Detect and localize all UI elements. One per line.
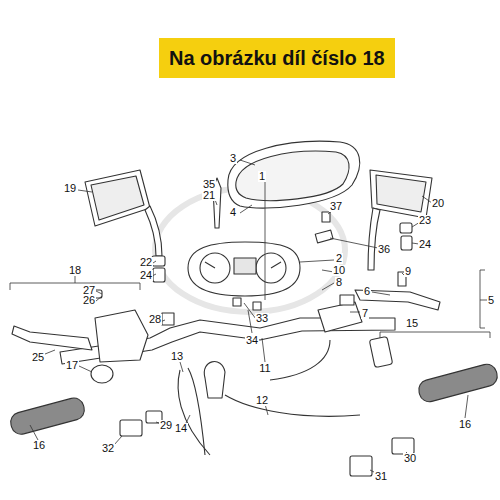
- callout-number: 16: [32, 440, 46, 451]
- callout-number: 30: [403, 453, 417, 464]
- callout-number: 5: [487, 295, 495, 306]
- callout-number: 11: [258, 363, 271, 374]
- callout-number: 4: [229, 207, 237, 218]
- callout-number: 32: [101, 443, 115, 454]
- callout-number: 6: [363, 286, 371, 297]
- callout-number: 13: [170, 351, 184, 362]
- callout-number: 26: [82, 295, 96, 306]
- callout-number: 8: [335, 277, 343, 288]
- title-text: Na obrázku díl číslo 18: [169, 47, 385, 69]
- callout-number: 23: [418, 215, 432, 226]
- callout-number: 36: [377, 244, 391, 255]
- callout-number: 25: [31, 352, 45, 363]
- callout-number: 9: [404, 266, 412, 277]
- callout-number: 17: [65, 360, 79, 371]
- callout-number: 35: [202, 179, 216, 190]
- callout-number: 24: [418, 239, 432, 250]
- leader-lines: [10, 160, 495, 473]
- callout-number: 37: [329, 201, 343, 212]
- callout-number: 19: [63, 183, 77, 194]
- callout-number: 12: [255, 395, 269, 406]
- callout-number: 18: [68, 265, 82, 276]
- callout-number: 33: [255, 313, 269, 324]
- callout-number: 2: [335, 253, 343, 264]
- callout-number: 16: [458, 419, 472, 430]
- callout-number: 22: [139, 257, 153, 268]
- watermark: [155, 188, 345, 312]
- callout-number: 10: [332, 265, 346, 276]
- callout-number: 14: [174, 423, 188, 434]
- callout-number: 20: [431, 198, 445, 209]
- callout-number: 21: [202, 190, 216, 201]
- title-banner: Na obrázku díl číslo 18: [159, 38, 395, 78]
- callout-number: 3: [229, 153, 237, 164]
- callout-number: 29: [159, 420, 173, 431]
- callout-number: 31: [374, 471, 388, 482]
- callout-number: 1: [258, 171, 266, 182]
- callout-number: 15: [405, 318, 419, 329]
- callout-number: 7: [361, 308, 369, 319]
- callout-number: 24: [139, 270, 153, 281]
- callout-number: 28: [148, 314, 162, 325]
- callout-number: 34: [245, 335, 259, 346]
